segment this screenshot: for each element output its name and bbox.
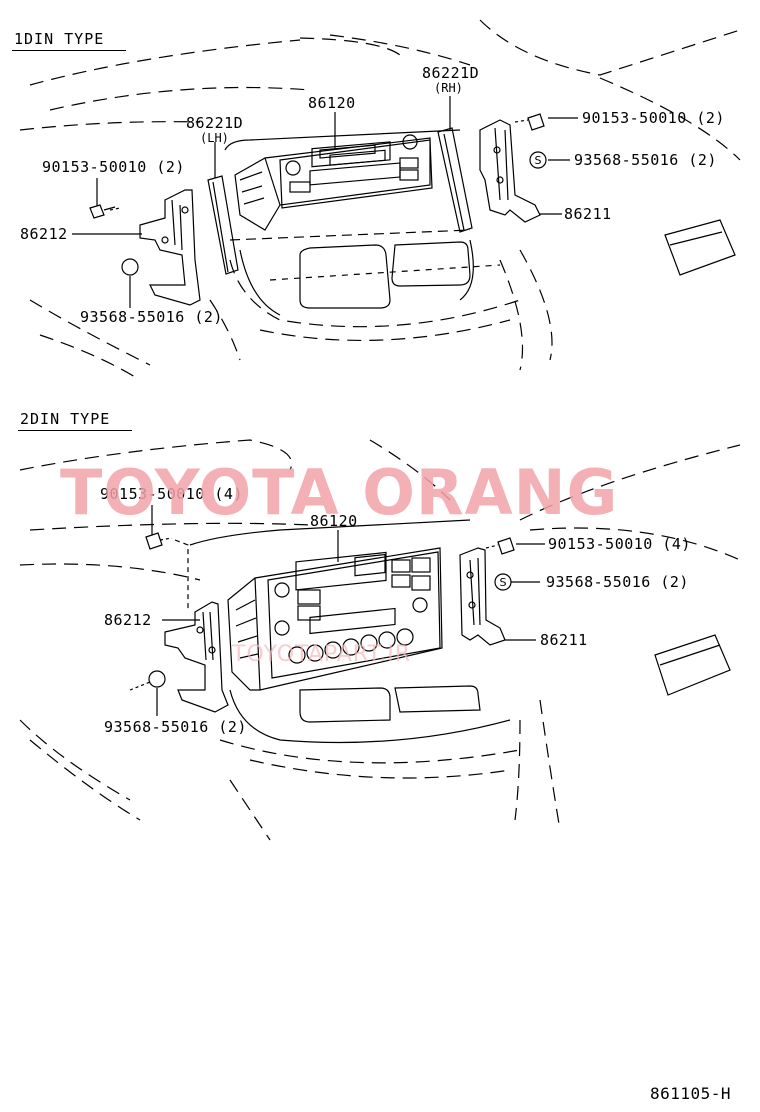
section-title-2din: 2DIN TYPE <box>20 410 111 428</box>
label-bolt-right-1din: 90153-50010 (2) <box>582 109 725 127</box>
svg-text:S: S <box>500 576 507 589</box>
label-86221d-lh: 86221D <box>186 114 244 132</box>
label-bracket-86211-2din: 86211 <box>540 631 588 649</box>
watermark-sub: TOYOTAPART.IR <box>232 642 412 667</box>
label-nut-right-1din: 93568-55016 (2) <box>574 151 717 169</box>
diagram-code: 861105-H <box>650 1084 732 1103</box>
label-bracket-86211-1din: 86211 <box>564 205 612 223</box>
label-bolt-right-2din: 90153-50010 (4) <box>548 535 691 553</box>
watermark-main: TOYOTA ORANG <box>60 456 619 529</box>
label-bolt-left-1din: 90153-50010 (2) <box>42 158 185 176</box>
section-title-1din-underline <box>12 50 126 51</box>
label-86221d-lh-side: (LH) <box>200 131 229 145</box>
label-86120-1din: 86120 <box>308 94 356 112</box>
section-title-1din: 1DIN TYPE <box>14 30 105 48</box>
label-86221d-rh: 86221D <box>422 64 480 82</box>
label-nut-left-2din: 93568-55016 (2) <box>104 718 247 736</box>
label-bracket-86212-2din: 86212 <box>104 611 152 629</box>
label-nut-right-2din: 93568-55016 (2) <box>546 573 689 591</box>
label-86221d-rh-side: (RH) <box>434 81 463 95</box>
label-nut-left-1din: 93568-55016 (2) <box>80 308 223 326</box>
svg-text:S: S <box>535 154 542 167</box>
label-bolt-left-2din: 90153-50010 (4) <box>100 485 243 503</box>
label-86120-2din: 86120 <box>310 512 358 530</box>
section-title-2din-underline <box>18 430 132 431</box>
label-bracket-86212-1din: 86212 <box>20 225 68 243</box>
